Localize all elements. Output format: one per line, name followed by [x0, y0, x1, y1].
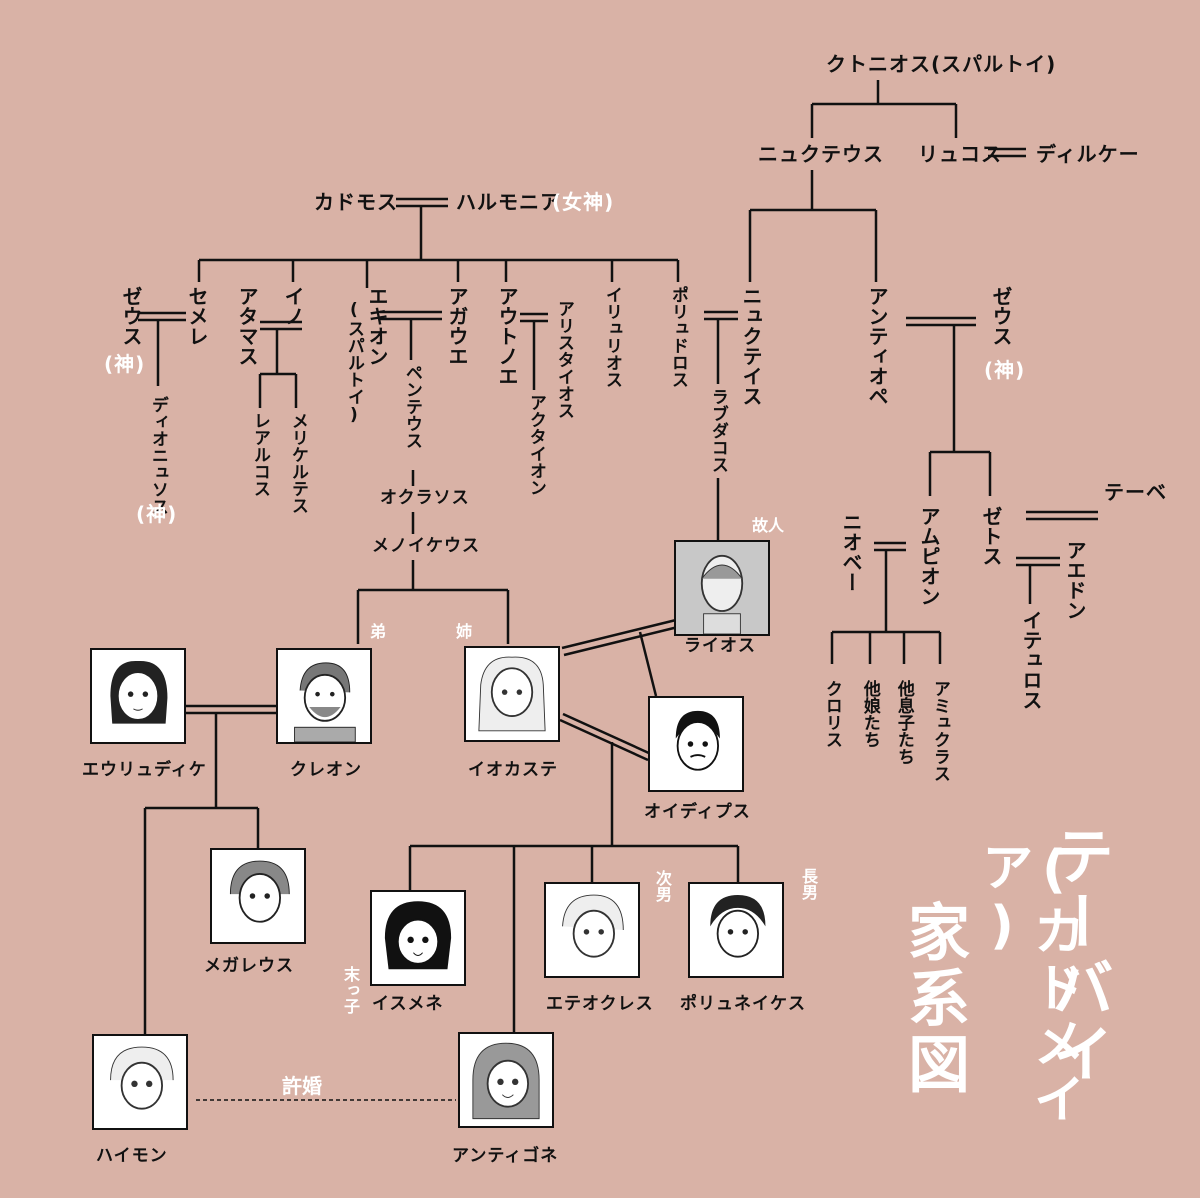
title-line-2: (カドメイア) [972, 840, 1084, 1128]
person-amyklas: アミュクラス [929, 680, 950, 782]
person-polydoros: ポリュドロス [667, 286, 688, 388]
person-harmonia: ハルモニア [456, 190, 561, 214]
kreon-note: 弟 [370, 622, 387, 641]
person-kreon: クレオン [290, 760, 362, 780]
person-dionysos: ディオニュソス [147, 396, 168, 515]
person-iokaste: イオカステ [468, 760, 558, 780]
person-amphion: アムピオン [917, 506, 941, 606]
person-eteokles: エテオクレス [546, 994, 654, 1014]
person-aristaios: アリスタイオス [553, 300, 574, 419]
zeus-2-note: (神) [984, 358, 1026, 382]
person-haimon: ハイモン [96, 1146, 168, 1166]
person-agaue: アガウエ [445, 286, 469, 366]
person-learchos: レアルコス [249, 412, 270, 497]
person-oidipous: オイディプス [644, 802, 751, 822]
iokaste-note: 姉 [456, 622, 473, 641]
laios-note: 故人 [752, 516, 785, 535]
portrait-oidipous [648, 696, 744, 792]
person-eurydike: エウリュディケ [82, 760, 207, 780]
person-sons: 他息子たち [893, 680, 914, 765]
person-dirke: ディルケー [1036, 142, 1140, 166]
person-athamas: アタマス [235, 286, 259, 366]
harmonia-note: (女神) [552, 190, 615, 214]
person-illyrios: イリュリオス [601, 286, 622, 388]
portrait-polyneikes [688, 882, 784, 978]
portrait-megareus [210, 848, 306, 944]
title-line-1: テーバイ [1041, 824, 1114, 1088]
portrait-eurydike [90, 648, 186, 744]
person-laios: ライオス [684, 636, 756, 656]
person-ismene: イスメネ [372, 994, 444, 1014]
polyneikes-note: 長男 [799, 868, 818, 900]
portrait-ismene [370, 890, 466, 986]
person-menoikeus: メノイケウス [372, 536, 480, 556]
eteokles-note: 次男 [653, 870, 672, 902]
person-zeus-1: ゼウス [119, 286, 143, 346]
person-nykteis: ニュクテイス [739, 286, 763, 406]
person-echion: エキオン [365, 286, 389, 366]
person-ino: イノ [281, 286, 305, 326]
portrait-iokaste [464, 646, 560, 742]
portrait-eteokles [544, 882, 640, 978]
person-labdakos: ラブダコス [707, 388, 728, 473]
portrait-haimon [92, 1034, 188, 1130]
person-kadmos: カドモス [314, 190, 398, 214]
person-chloris: クロリス [821, 680, 842, 748]
ismene-note: 末っ子 [341, 966, 360, 1014]
dionysos-note: (神) [136, 502, 178, 526]
person-oklasos: オクラソス [380, 488, 470, 508]
portrait-laios [674, 540, 770, 636]
person-autonoe: アウトノエ [495, 286, 519, 386]
person-daughters: 他娘たち [859, 680, 880, 748]
person-antigone: アンティゴネ [452, 1146, 559, 1166]
person-antiope: アンティオペ [865, 286, 889, 406]
person-chthonios: クトニオス(スパルトイ) [826, 52, 1057, 76]
person-megareus: メガレウス [204, 956, 294, 976]
person-niobe: ニオベー [839, 512, 863, 592]
zeus-1-note: (神) [104, 352, 146, 376]
echion-note: (スパルトイ) [343, 300, 364, 425]
person-aktaion: アクタイオン [525, 394, 546, 496]
person-aedon: アエドン [1063, 540, 1087, 620]
person-polyneikes: ポリュネイケス [680, 994, 806, 1014]
person-semele: セメレ [185, 286, 209, 346]
person-lykos: リュコス [918, 142, 1002, 166]
person-zeus-2: ゼウス [989, 286, 1013, 346]
portrait-kreon [276, 648, 372, 744]
person-melikertes: メリケルテス [287, 412, 308, 514]
person-thebe: テーベ [1104, 480, 1167, 504]
person-itylos: イテュロス [1019, 610, 1043, 710]
person-nykteus: ニュクテウス [758, 142, 884, 166]
person-pentheus: ペンテウス [401, 364, 422, 449]
title-line-3: 家系図 [897, 900, 970, 1098]
portrait-antigone [458, 1032, 554, 1128]
person-zethos: ゼトス [979, 506, 1003, 566]
engaged-note: 許婚 [282, 1074, 322, 1098]
